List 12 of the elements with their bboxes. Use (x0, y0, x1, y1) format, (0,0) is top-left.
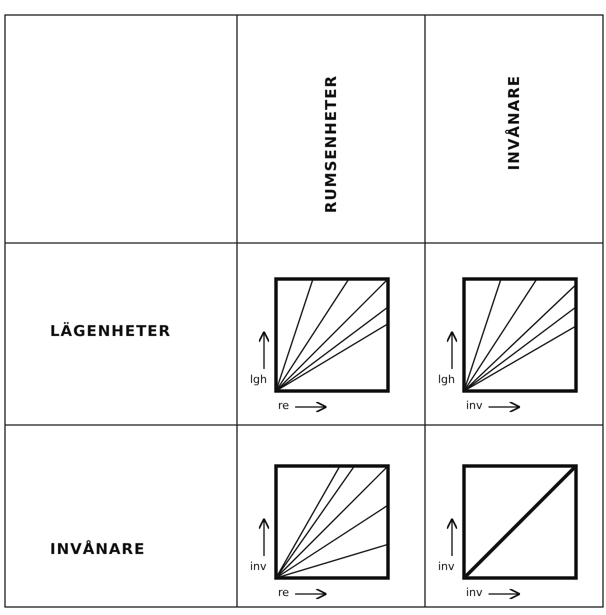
axis-label: inv (466, 586, 483, 599)
row-header: LÄGENHETER (50, 322, 172, 340)
column-header: INVÅNARE (505, 75, 523, 170)
axis-label: inv (466, 399, 483, 412)
axis-label: lgh (438, 373, 456, 386)
axis-label: inv (438, 560, 455, 573)
axis-label: lgh (250, 373, 268, 386)
column-header: RUMSENHETER (322, 75, 340, 214)
axis-label: inv (250, 560, 267, 573)
axis-label: re (278, 399, 290, 412)
axis-label: re (278, 586, 290, 599)
row-header: INVÅNARE (50, 540, 146, 558)
